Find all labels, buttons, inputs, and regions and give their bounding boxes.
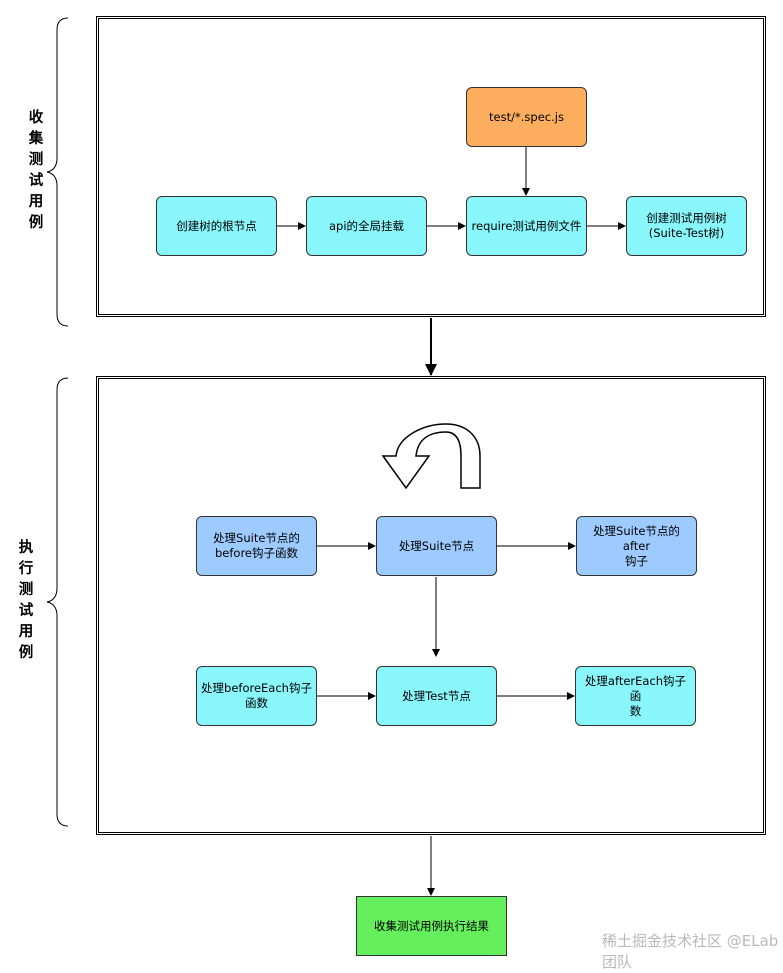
loop-arrow-icon [381,423,481,490]
suite-node-label: 处理Suite节点 [398,538,475,553]
test-node[interactable]: 处理Test节点 [376,666,497,726]
api-mount-label: api的全局挂载 [328,218,405,233]
suite-node[interactable]: 处理Suite节点 [376,516,497,576]
require-files-node[interactable]: require测试用例文件 [466,196,587,256]
create-tree-node[interactable]: 创建测试用例树(Suite-Test树) [626,196,747,256]
spec-file-label: test/*.spec.js [489,109,564,124]
execute-bracket [46,377,69,827]
watermark-text: 稀土掘金技术社区 @ELab团队 [602,932,779,971]
before-each-hook-label: 处理beforeEach钩子函数 [201,681,312,710]
collect-stage-label: 收集测试用例 [28,110,44,231]
api-mount-node[interactable]: api的全局挂载 [306,196,427,256]
create-root-node[interactable]: 创建树的根节点 [156,196,277,256]
execute-stage-frame [96,376,766,835]
test-node-label: 处理Test节点 [402,688,471,703]
require-files-label: require测试用例文件 [471,218,582,233]
before-each-hook-node[interactable]: 处理beforeEach钩子函数 [196,666,317,726]
collect-stage-frame [96,16,766,317]
spec-file-node[interactable]: test/*.spec.js [466,87,587,147]
collect-bracket [46,17,69,327]
after-each-hook-node[interactable]: 处理afterEach钩子函数 [575,666,696,726]
execute-stage-label: 执行测试用例 [18,540,34,661]
after-each-hook-label: 处理afterEach钩子函数 [584,673,687,718]
create-tree-label: 创建测试用例树(Suite-Test树) [646,211,727,240]
create-root-label: 创建树的根节点 [176,218,257,233]
collect-results-label: 收集测试用例执行结果 [374,918,489,933]
collect-results-node[interactable]: 收集测试用例执行结果 [356,896,507,956]
